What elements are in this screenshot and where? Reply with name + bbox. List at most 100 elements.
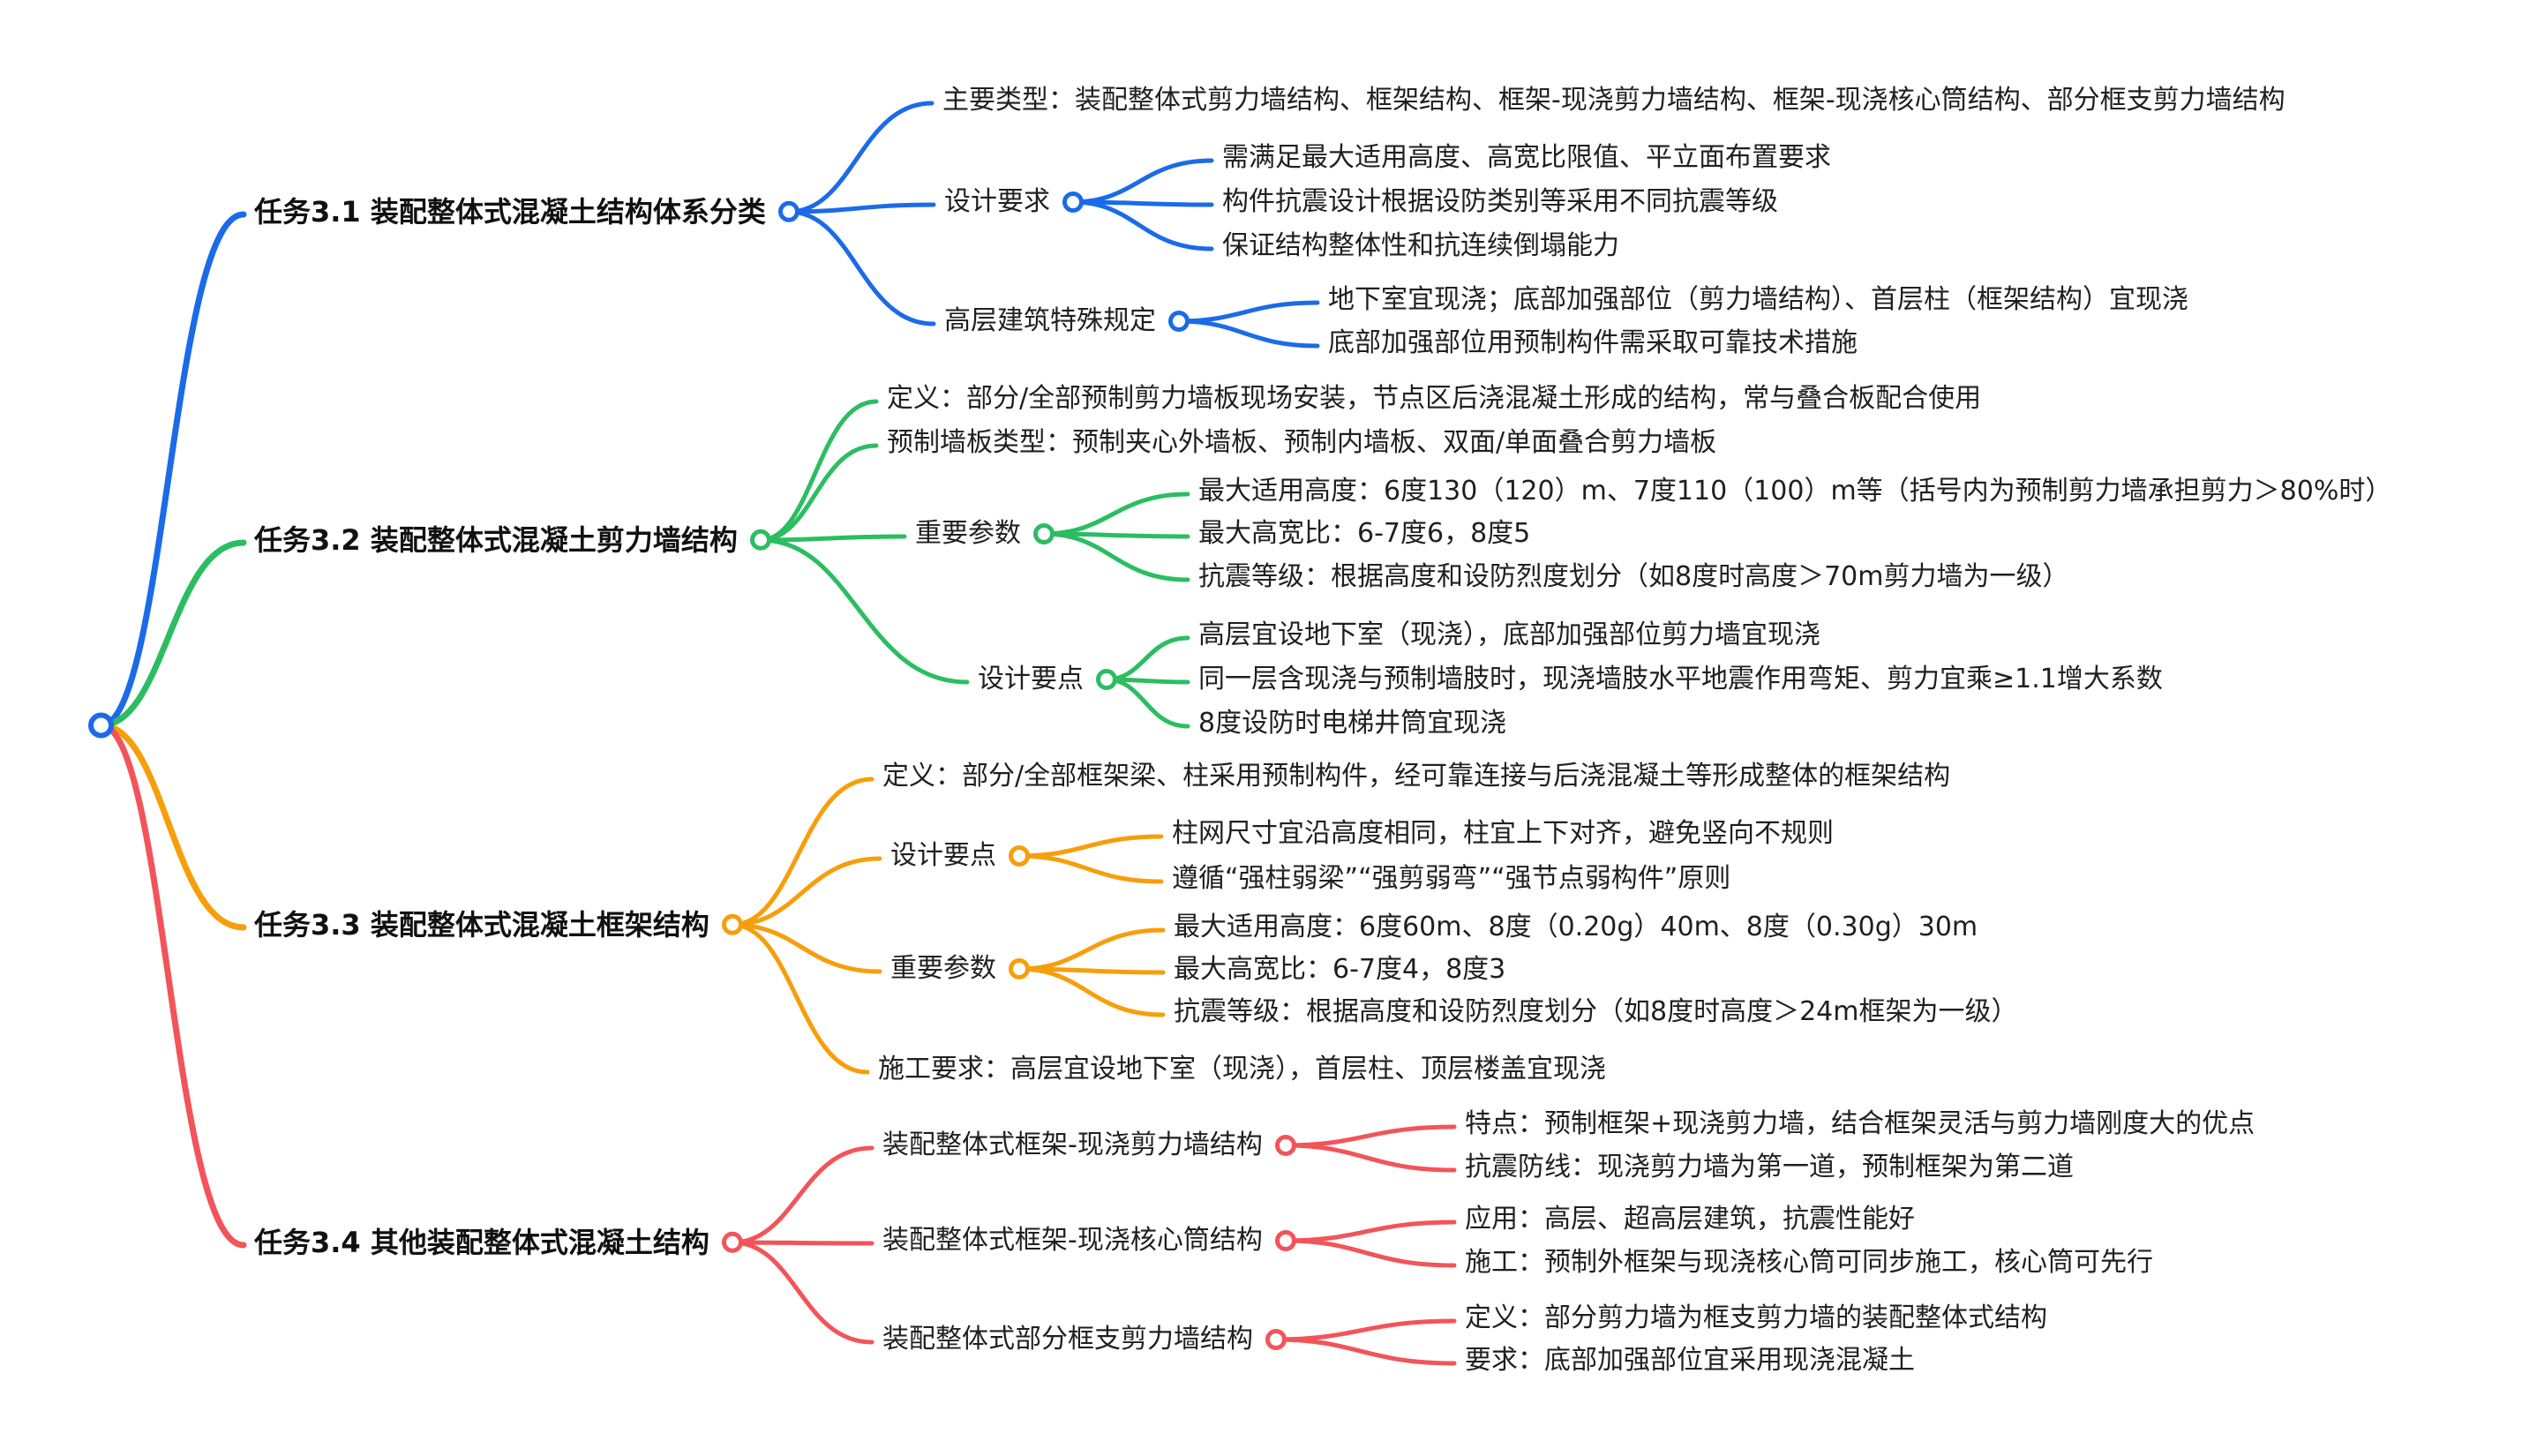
shearwall-definition-leaf[interactable]: 定义：部分/全部预制剪力墙板现场安装，节点区后浇混凝土形成的结构，常与叠合板配合… — [887, 383, 1981, 415]
node-label: 装配整体式框架-现浇剪力墙结构 — [882, 1130, 1263, 1160]
root-node[interactable] — [88, 712, 114, 739]
node-label: 任务3.1 装配整体式混凝土结构体系分类 — [254, 194, 766, 229]
task-3-3-title[interactable]: 任务3.3 装配整体式混凝土框架结构 — [254, 908, 743, 942]
key-parameters-node[interactable]: 重要参数 — [890, 953, 1030, 985]
branch-connector — [758, 534, 907, 543]
branch-connector — [730, 856, 882, 927]
design-point-leaf[interactable]: 同一层含现浇与预制墙肢时，现浇墙肢水平地震作用弯矩、剪力宜乘≥1.1增大系数 — [1198, 664, 2163, 695]
design-point-leaf[interactable]: 高层宜设地下室（现浇），底部加强部位剪力墙宜现浇 — [1198, 619, 1820, 651]
design-requirement-leaf[interactable]: 需满足最大适用高度、高宽比限值、平立面布置要求 — [1222, 142, 1831, 174]
node-label: 柱网尺寸宜沿高度相同，柱宜上下对齐，避免竖向不规则 — [1172, 818, 1834, 849]
node-label: 高层建筑特殊规定 — [944, 305, 1156, 336]
definition-leaf[interactable]: 定义：部分剪力墙为框支剪力墙的装配整体式结构 — [1465, 1302, 2047, 1334]
branch-connector — [1041, 492, 1190, 537]
branch-connector — [1017, 853, 1164, 884]
highrise-special-rules-node[interactable]: 高层建筑特殊规定 — [944, 305, 1190, 337]
max-aspect-ratio-leaf[interactable]: 最大高宽比：6-7度6，8度5 — [1198, 518, 1530, 550]
design-point-leaf[interactable]: 8度设防时电梯井筒宜现浇 — [1198, 708, 1506, 739]
branch-connector — [1104, 677, 1190, 729]
node-ring-icon[interactable] — [1265, 1329, 1287, 1350]
branch-connector — [758, 537, 970, 685]
node-ring-icon[interactable] — [1009, 958, 1030, 979]
design-requirement-leaf[interactable]: 构件抗震设计根据设防类别等采用不同抗震等级 — [1222, 186, 1778, 218]
node-label: 最大适用高度：6度60m、8度（0.20g）40m、8度（0.30g）30m — [1174, 912, 1978, 942]
node-label: 构件抗震设计根据设防类别等采用不同抗震等级 — [1222, 186, 1778, 217]
branch-connector — [758, 399, 879, 543]
node-ring-icon[interactable] — [777, 200, 799, 222]
node-ring-icon[interactable] — [1274, 1230, 1296, 1251]
design-requirements-node[interactable]: 设计要求 — [944, 186, 1084, 218]
design-points-node[interactable]: 设计要点 — [978, 664, 1117, 695]
root-ring-icon[interactable] — [88, 712, 114, 739]
node-label: 装配整体式部分框支剪力墙结构 — [882, 1324, 1253, 1355]
requirement-leaf[interactable]: 要求：底部加强部位宜采用现浇混凝土 — [1465, 1345, 1915, 1377]
task-3-2-title[interactable]: 任务3.2 装配整体式混凝土剪力墙结构 — [254, 523, 771, 557]
node-label: 最大适用高度：6度130（120）m、7度110（100）m等（括号内为预制剪力… — [1198, 476, 2392, 507]
node-label: 定义：部分剪力墙为框支剪力墙的装配整体式结构 — [1465, 1302, 2047, 1333]
node-label: 主要类型：装配整体式剪力墙结构、框架结构、框架-现浇剪力墙结构、框架-现浇核心筒… — [942, 85, 2286, 116]
branch-connector — [786, 101, 934, 214]
max-aspect-ratio-leaf[interactable]: 最大高宽比：6-7度4，8度3 — [1174, 954, 1505, 986]
branch-connector — [1041, 531, 1190, 582]
feature-leaf[interactable]: 特点：预制框架+现浇剪力墙，结合框架灵活与剪力墙刚度大的优点 — [1465, 1108, 2255, 1140]
key-parameters-node[interactable]: 重要参数 — [915, 518, 1055, 550]
node-ring-icon[interactable] — [749, 529, 771, 551]
node-label: 预制墙板类型：预制夹心外墙板、预制内墙板、双面/单面叠合剪力墙板 — [887, 427, 1717, 458]
seismic-grade-leaf[interactable]: 抗震等级：根据高度和设防烈度划分（如8度时高度＞24m框架为一级） — [1174, 996, 2017, 1028]
node-ring-icon[interactable] — [1096, 669, 1117, 690]
node-label: 需满足最大适用高度、高宽比限值、平立面布置要求 — [1222, 142, 1831, 173]
main-types-leaf[interactable]: 主要类型：装配整体式剪力墙结构、框架结构、框架-现浇剪力墙结构、框架-现浇核心筒… — [942, 85, 2286, 116]
highrise-rule-leaf[interactable]: 底部加强部位用预制构件需采取可靠技术措施 — [1328, 327, 1858, 359]
partial-frame-supported-node[interactable]: 装配整体式部分框支剪力墙结构 — [882, 1324, 1287, 1355]
application-leaf[interactable]: 应用：高层、超高层建筑，抗震性能好 — [1465, 1204, 1915, 1235]
node-label: 任务3.3 装配整体式混凝土框架结构 — [254, 907, 709, 942]
branch-connector — [758, 443, 879, 543]
node-label: 地下室宜现浇；底部加强部位（剪力墙结构）、首层柱（框架结构）宜现浇 — [1328, 284, 2188, 315]
node-label: 特点：预制框架+现浇剪力墙，结合框架灵活与剪力墙刚度大的优点 — [1465, 1108, 2256, 1139]
branch-connector — [730, 1145, 874, 1245]
branch-connector — [1283, 1220, 1457, 1243]
design-point-leaf[interactable]: 遵循“强柱弱梁”“强剪弱弯”“强节点弱构件”原则 — [1172, 863, 1730, 895]
node-label: 任务3.4 其他装配整体式混凝土结构 — [254, 1225, 709, 1259]
frame-coretube-node[interactable]: 装配整体式框架-现浇核心筒结构 — [882, 1225, 1296, 1257]
construction-leaf[interactable]: 施工：预制外框架与现浇核心筒可同步施工，核心筒可先行 — [1465, 1247, 2153, 1279]
panel-types-leaf[interactable]: 预制墙板类型：预制夹心外墙板、预制内墙板、双面/单面叠合剪力墙板 — [887, 427, 1716, 459]
frame-shearwall-node[interactable]: 装配整体式框架-现浇剪力墙结构 — [882, 1130, 1296, 1161]
frame-definition-leaf[interactable]: 定义：部分/全部框架梁、柱采用预制构件，经可靠连接与后浇混凝土等形成整体的框架结… — [882, 761, 1950, 792]
design-point-leaf[interactable]: 柱网尺寸宜沿高度相同，柱宜上下对齐，避免竖向不规则 — [1172, 818, 1834, 850]
task-3-4-title[interactable]: 任务3.4 其他装配整体式混凝土结构 — [254, 1226, 743, 1259]
node-ring-icon[interactable] — [721, 913, 743, 935]
node-ring-icon[interactable] — [1168, 311, 1190, 332]
branch-connector — [1104, 635, 1190, 682]
design-points-node[interactable]: 设计要点 — [890, 840, 1030, 872]
node-label: 最大高宽比：6-7度4，8度3 — [1174, 954, 1506, 985]
branch-connector — [1283, 1143, 1457, 1173]
node-label: 定义：部分/全部预制剪力墙板现场安装，节点区后浇混凝土形成的结构，常与叠合板配合… — [887, 383, 1982, 414]
highrise-rule-leaf[interactable]: 地下室宜现浇；底部加强部位（剪力墙结构）、首层柱（框架结构）宜现浇 — [1328, 284, 2188, 316]
branch-connector — [786, 209, 936, 326]
design-requirement-leaf[interactable]: 保证结构整体性和抗连续倒塌能力 — [1222, 230, 1619, 262]
node-ring-icon[interactable] — [1033, 523, 1055, 544]
node-ring-icon[interactable] — [1062, 191, 1084, 213]
node-label: 施工要求：高层宜设地下室（现浇），首层柱、顶层楼盖宜现浇 — [878, 1054, 1606, 1084]
branch-connector — [730, 922, 870, 1075]
seismic-grade-leaf[interactable]: 抗震等级：根据高度和设防烈度划分（如8度时高度＞70m剪力墙为一级） — [1198, 561, 2068, 593]
branch-connector — [98, 539, 247, 729]
max-height-leaf[interactable]: 最大适用高度：6度60m、8度（0.20g）40m、8度（0.30g）30m — [1174, 912, 1978, 943]
task-3-1-title[interactable]: 任务3.1 装配整体式混凝土结构体系分类 — [254, 195, 799, 229]
branch-connector — [1273, 1318, 1457, 1342]
node-label: 设计要点 — [890, 840, 996, 871]
seismic-line-leaf[interactable]: 抗震防线：现浇剪力墙为第一道，预制框架为第二道 — [1465, 1152, 2074, 1183]
construction-requirements-leaf[interactable]: 施工要求：高层宜设地下室（现浇），首层柱、顶层楼盖宜现浇 — [878, 1054, 1606, 1085]
node-label: 任务3.2 装配整体式混凝土剪力墙结构 — [254, 522, 738, 557]
branch-connector — [1070, 158, 1214, 205]
node-ring-icon[interactable] — [1009, 845, 1030, 867]
branch-connector — [1273, 1337, 1457, 1366]
max-height-leaf[interactable]: 最大适用高度：6度130（120）m、7度110（100）m等（括号内为预制剪力… — [1198, 476, 2391, 507]
node-ring-icon[interactable] — [1274, 1135, 1296, 1156]
node-ring-icon[interactable] — [721, 1231, 743, 1253]
branch-connector — [730, 777, 874, 927]
branch-connector — [730, 1240, 874, 1345]
branch-connector — [730, 922, 882, 974]
